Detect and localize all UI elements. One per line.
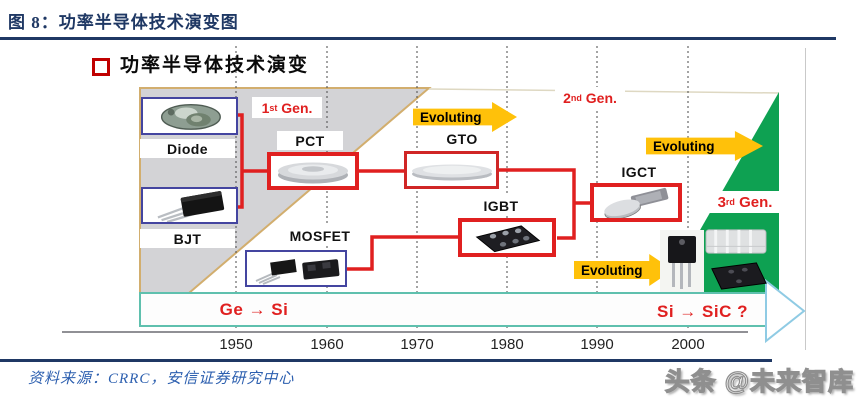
year-tick-1990: 1990 bbox=[580, 336, 614, 353]
year-tick-2000: 2000 bbox=[671, 336, 705, 353]
sic-module-light-photo bbox=[703, 226, 769, 257]
connector-lines bbox=[236, 113, 590, 271]
mosfet-photo bbox=[255, 258, 340, 285]
bottom-rule bbox=[0, 359, 772, 362]
sic-to247-photo bbox=[660, 230, 704, 292]
gen1-num: 1 bbox=[261, 99, 270, 116]
figure-caption: 图 8：功率半导体技术演变图 bbox=[8, 13, 239, 32]
igct-box bbox=[590, 183, 682, 222]
year-tick-1970: 1970 bbox=[400, 336, 434, 353]
gen2-num: 2 bbox=[563, 89, 571, 106]
figure-right-border bbox=[805, 48, 806, 350]
sic-module-dark-photo bbox=[704, 259, 772, 292]
gen2-rest: Gen. bbox=[581, 89, 617, 106]
igbt-label: IGBT bbox=[469, 196, 533, 215]
band-label-ge-si: Ge → Si bbox=[219, 300, 289, 319]
watermark: 头条 @未来智库 bbox=[664, 367, 854, 396]
timeline-arrowhead bbox=[765, 278, 806, 344]
band-label-si-sic: Si → SiC ? bbox=[657, 302, 748, 321]
mosfet-label: MOSFET bbox=[281, 226, 359, 245]
year-tick-1950: 1950 bbox=[219, 336, 253, 353]
diode-box bbox=[141, 97, 238, 135]
pct-box bbox=[267, 152, 359, 190]
year-tick-1980: 1980 bbox=[490, 336, 524, 353]
diagram-title: 功率半导体技术演变 bbox=[120, 55, 310, 76]
igct-label: IGCT bbox=[609, 162, 669, 181]
bjt-photo bbox=[157, 191, 224, 222]
gen1-sup: st bbox=[269, 102, 278, 113]
gen3-num: 3 bbox=[717, 193, 726, 211]
top-rule bbox=[0, 37, 836, 40]
gto-label: GTO bbox=[433, 129, 491, 148]
gen2-sup: nd bbox=[570, 92, 582, 103]
gto-box bbox=[404, 151, 499, 189]
pct-photo bbox=[278, 162, 348, 184]
igct-photo bbox=[604, 187, 669, 218]
square-bullet-icon bbox=[92, 58, 110, 76]
gto-photo bbox=[411, 164, 492, 181]
gen3-sup: rd bbox=[725, 197, 735, 207]
bjt-label: BJT bbox=[140, 229, 235, 248]
gen3-rest: Gen. bbox=[734, 193, 773, 211]
gen1-rest: Gen. bbox=[277, 99, 313, 116]
diode-photo bbox=[160, 103, 221, 130]
connector-mosfet-igbt bbox=[347, 235, 458, 271]
diode-label: Diode bbox=[140, 139, 235, 158]
mosfet-box bbox=[245, 250, 347, 287]
igbt-box bbox=[458, 218, 556, 257]
source-note: 资料来源：CRRC，安信证券研究中心 bbox=[28, 371, 295, 387]
igbt-photo bbox=[475, 225, 541, 253]
connector-diode-bjt bbox=[236, 113, 244, 209]
year-tick-1960: 1960 bbox=[310, 336, 344, 353]
bjt-box bbox=[141, 187, 238, 224]
pct-label: PCT bbox=[277, 131, 343, 150]
